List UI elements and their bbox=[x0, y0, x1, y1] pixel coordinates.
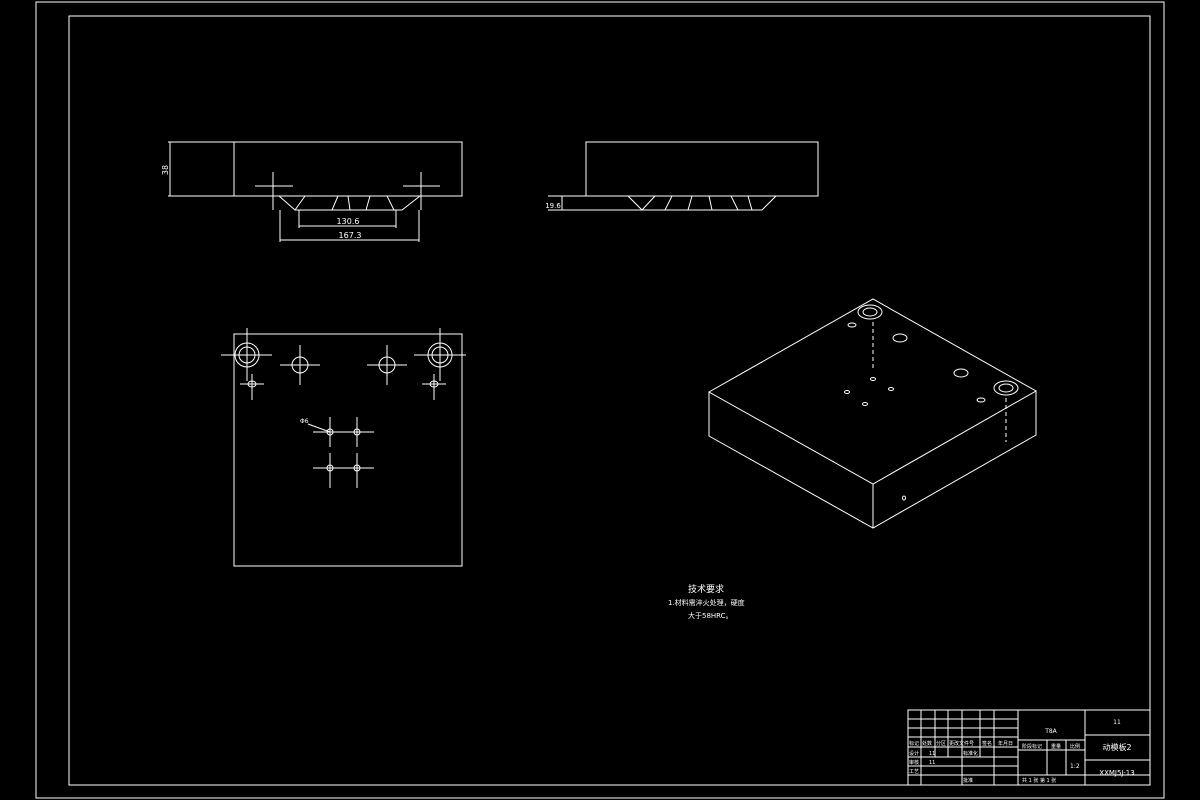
tb-role-standard: 标准化 bbox=[963, 750, 978, 757]
offset-dim-text: 19.6 bbox=[545, 202, 561, 210]
side-view-body bbox=[585, 141, 819, 197]
notes-line-2: 大于58HRC。 bbox=[688, 611, 733, 620]
front-view bbox=[168, 141, 463, 242]
sheet-outer-border bbox=[35, 1, 1165, 799]
diameter-label: Φ6 bbox=[300, 418, 309, 425]
tb-header-6: 年月日 bbox=[998, 740, 1013, 747]
tb-material: T8A bbox=[1044, 728, 1057, 735]
tb-scale-label: 比例 bbox=[1070, 743, 1080, 750]
tb-stage-label: 阶段标记 bbox=[1022, 743, 1042, 750]
tb-role-approve: 批准 bbox=[963, 777, 973, 784]
tb-scale-value: 1:2 bbox=[1070, 763, 1080, 770]
tb-sig-b: 11 bbox=[929, 760, 935, 766]
height-dim-text: 38 bbox=[161, 165, 170, 175]
top-view bbox=[221, 328, 466, 567]
tb-role-design: 设计 bbox=[909, 750, 919, 757]
tb-weight-label: 重量 bbox=[1051, 743, 1061, 750]
tb-header-4: 更改文件号 bbox=[949, 740, 974, 747]
tb-part-name: 动模板2 bbox=[1102, 742, 1131, 752]
inner-width-dim-text: 130.6 bbox=[337, 217, 360, 226]
front-view-body bbox=[233, 141, 463, 197]
tb-sig-a: 11 bbox=[929, 751, 935, 757]
tb-header-3: 分区 bbox=[936, 740, 946, 747]
notes-line-1: 1.材料需淬火处理，硬度 bbox=[668, 598, 745, 607]
isometric-view bbox=[707, 298, 1038, 529]
top-view-body bbox=[233, 333, 463, 567]
diameter-leader bbox=[307, 423, 331, 433]
tb-drawing-no: XXMJ5J-13 bbox=[1099, 769, 1134, 777]
tb-header-1: 标记 bbox=[909, 740, 919, 747]
notes-title: 技术要求 bbox=[688, 583, 724, 595]
tb-sheet-info: 共 1 张 第 1 张 bbox=[1022, 777, 1056, 784]
title-block bbox=[907, 709, 1151, 786]
iso-guide-bushing-right bbox=[993, 380, 1019, 396]
tb-scale-top: 11 bbox=[1113, 719, 1121, 726]
sheet-inner-border bbox=[68, 15, 1151, 786]
outer-width-dim-text: 167.3 bbox=[339, 231, 362, 240]
side-view bbox=[548, 141, 819, 211]
tb-header-2: 处数 bbox=[922, 740, 932, 747]
tb-header-5: 签名 bbox=[982, 740, 992, 747]
iso-guide-bushing-back bbox=[857, 304, 883, 320]
tb-role-review: 审核 bbox=[909, 759, 919, 766]
tb-role-process: 工艺 bbox=[909, 769, 919, 775]
